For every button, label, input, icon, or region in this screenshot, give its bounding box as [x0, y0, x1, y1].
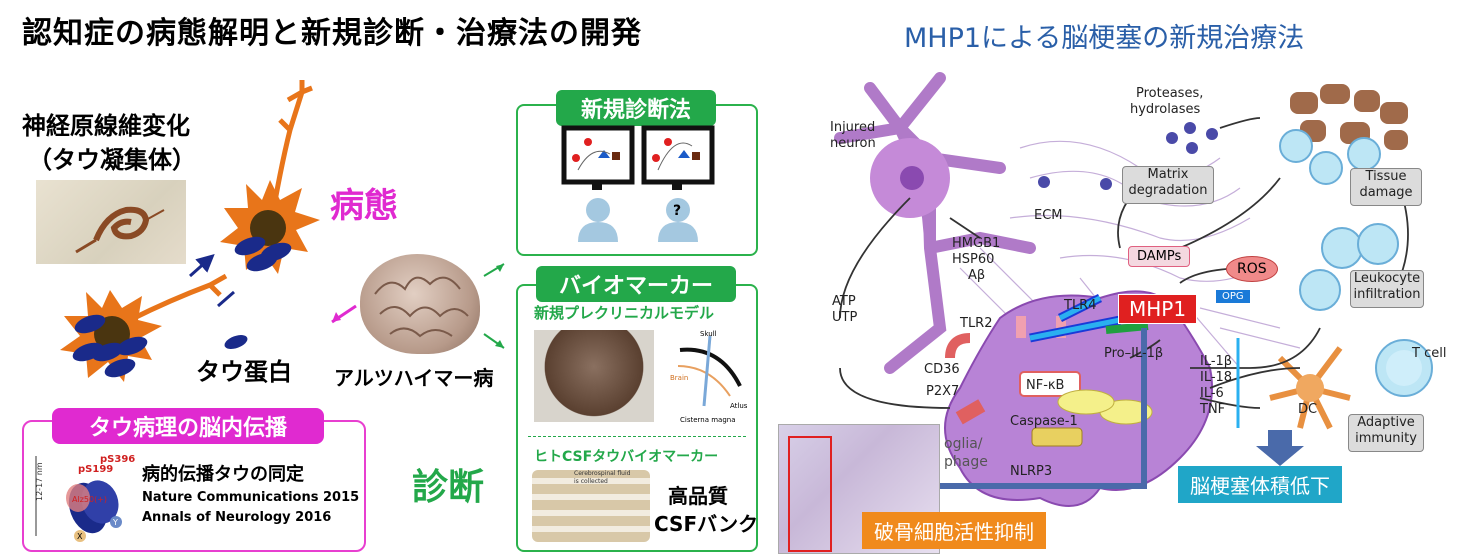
tlr2-label: TLR2	[960, 316, 993, 331]
opg-tag: OPG	[1216, 290, 1250, 303]
caspase1-label: Caspase-1	[1010, 414, 1078, 429]
nfkb-label: NF-κB	[1026, 378, 1065, 393]
tissue-label-1: Tissue	[1365, 169, 1407, 184]
model-title: 新規プレクリニカルモデル	[534, 304, 715, 322]
utp-label: UTP	[832, 310, 858, 325]
ref-annals: Annals of Neurology 2016	[142, 510, 332, 525]
x-label: X	[77, 532, 83, 541]
ecm-label: ECM	[1034, 208, 1063, 223]
cd36-label: CD36	[924, 362, 960, 377]
microglia-label-1: oglia/	[944, 436, 983, 452]
tau-oligomer-diagram: 12-17 nm pS199 pS396 Alz50(+) X Y	[35, 454, 135, 542]
alzheimer-label: アルツハイマー病	[334, 366, 494, 390]
ref-nature: Nature Communications 2015	[142, 490, 360, 505]
tau-propagation-header: タウ病理の脳内伝播	[52, 408, 324, 444]
alz50-label: Alz50(+)	[72, 495, 107, 504]
cisterna-diagram: Skull Brain Atlus Cisterna magna	[670, 330, 748, 424]
atp-label: ATP	[832, 294, 856, 309]
hmgb1-label: HMGB1	[952, 236, 1001, 251]
infarct-volume-banner: 脳梗塞体積低下	[1178, 466, 1342, 503]
mouse-photo	[534, 330, 654, 422]
green-arrow-down	[483, 333, 505, 349]
propagation-text: 病的伝播タウの同定	[142, 464, 304, 485]
il1b-label: IL-1β	[1200, 354, 1233, 369]
brain-label: Brain	[670, 374, 688, 382]
brain-image	[360, 254, 480, 354]
tissue-label-2: damage	[1359, 185, 1413, 200]
ros-bubble: ROS	[1226, 256, 1278, 282]
pathway-diagram	[834, 72, 1433, 507]
injured-neuron-2: neuron	[830, 136, 876, 151]
csf-bank-line2: CSFバンク	[654, 512, 759, 536]
size-label: 12-17 nm	[35, 462, 44, 501]
spine-image	[532, 470, 650, 542]
nlrp3-label: NLRP3	[1010, 464, 1053, 479]
p2x7-label: P2X7	[926, 384, 960, 399]
right-title: MHP1による脳梗塞の新規治療法	[904, 23, 1305, 54]
diagnostics-header: 新規診断法	[556, 90, 716, 126]
abeta-label: Aβ	[968, 268, 986, 283]
tau-protein-label: タウ蛋白	[196, 358, 292, 386]
adaptive-label-1: Adaptive	[1357, 415, 1415, 430]
histology-highlight	[788, 436, 832, 552]
leukocyte-label-1: Leukocyte	[1353, 271, 1421, 286]
cisterna-label: Cisterna magna	[680, 416, 736, 424]
csf-title: ヒトCSFタウバイオマーカー	[534, 449, 719, 465]
proteases-1: Proteases,	[1136, 86, 1204, 101]
diagnostics-screens: ?	[561, 125, 715, 242]
neuron-illustration	[60, 80, 320, 382]
nft-micrograph	[36, 180, 186, 264]
leukocyte-label-2: infiltration	[1353, 287, 1421, 302]
csf-note-1: Cerebrospinal fluid	[574, 470, 631, 477]
diagnostics-box	[516, 104, 758, 256]
tcell-label: T cell	[1412, 346, 1447, 361]
microglia-label-2: phage	[944, 454, 988, 470]
hsp60-label: HSP60	[952, 252, 995, 267]
brain-folds	[374, 276, 469, 338]
atlus-label: Atlus	[730, 402, 748, 410]
dc-cell	[1269, 346, 1351, 430]
pathology-label: 病態	[330, 186, 398, 226]
mhp1-box: MHP1	[1118, 294, 1198, 324]
svg-text:?: ?	[673, 203, 681, 219]
biomarker-divider	[528, 436, 746, 437]
ps199-label: pS199	[78, 464, 113, 475]
matrix-label-2: degradation	[1128, 183, 1208, 198]
osteoclast-banner: 破骨細胞活性抑制	[862, 512, 1046, 549]
left-title: 認知症の病態解明と新規診断・治療法の開発	[22, 16, 642, 51]
ps396-label: pS396	[100, 454, 135, 465]
histology-inset	[778, 424, 940, 554]
biomarker-header: バイオマーカー	[536, 266, 736, 302]
adaptive-label-2: immunity	[1355, 431, 1417, 446]
tissue-cluster	[1290, 84, 1408, 150]
nft-stain-shape	[75, 206, 165, 254]
csf-bank-line1: 高品質	[668, 484, 728, 508]
magenta-arrow	[331, 304, 357, 324]
pro-il1b-label: Pro–IL-1β	[1104, 346, 1164, 361]
csf-note-2: is collected	[574, 478, 608, 485]
matrix-label-1: Matrix	[1147, 167, 1189, 182]
nft-sublabel: （タウ凝集体）	[28, 146, 196, 174]
dc-label: DC	[1298, 402, 1318, 417]
tlr4-label: TLR4	[1064, 298, 1097, 313]
il18-label: IL-18	[1200, 370, 1233, 385]
green-arrow-up	[483, 263, 505, 277]
tnf-label: TNF	[1200, 402, 1226, 417]
nft-label: 神経原線維変化	[22, 112, 190, 140]
diagnosis-label: 診断	[412, 467, 485, 508]
il6-label: IL-6	[1200, 386, 1224, 401]
skull-label: Skull	[700, 330, 717, 338]
damps-box: DAMPs	[1128, 246, 1191, 267]
y-label: Y	[112, 518, 118, 527]
proteases-2: hydrolases	[1130, 102, 1201, 117]
injured-neuron-1: Injured	[830, 120, 876, 135]
